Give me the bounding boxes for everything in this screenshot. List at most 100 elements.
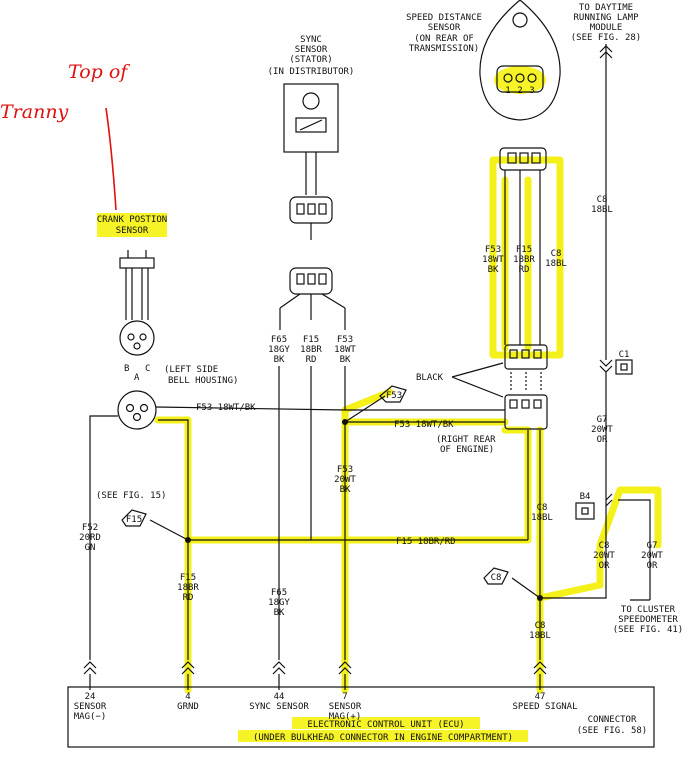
g7-loop-highlight: [536, 486, 662, 602]
c8-20-label: C8: [599, 541, 610, 551]
pin-2-label: 2: [517, 86, 522, 96]
f15-top-gauge: 18BR: [300, 345, 322, 355]
f53-sd-gauge: 18WT: [482, 255, 504, 265]
black-connector: BLACK (RIGHT REAR OF ENGINE): [416, 344, 548, 455]
c8-splice-marker: [483, 567, 509, 585]
f53-mid-color: BK: [340, 485, 351, 495]
daytime-title-3: MODULE: [590, 23, 623, 33]
crank-sensor-title-2: SENSOR: [116, 226, 149, 236]
f15-sd-gauge: 18BR: [513, 255, 535, 265]
crank-sensor: CRANK POSTION SENSOR B C A (LEFT SIDE BE…: [97, 215, 238, 430]
ecu-block: 24 SENSOR MAG(−) 4 GRND 44 SYNC SENSOR 7…: [67, 686, 655, 748]
handwritten-annotation: Top of Tranny: [0, 61, 130, 211]
annotation-arrow: [105, 107, 117, 211]
pin-4-label: GRND: [177, 702, 199, 712]
pin-b-label: B: [124, 364, 129, 374]
f15-splice-marker: [121, 509, 147, 527]
see-fig15-label: (SEE FIG. 15): [96, 491, 166, 501]
g7-right-color: OR: [597, 435, 608, 445]
crank-label-highlight: [97, 213, 167, 237]
c8-mid-gauge: 18BL: [531, 513, 553, 523]
right-rear-label: (RIGHT REAR: [436, 435, 496, 445]
crank-ground-highlight: [154, 416, 192, 694]
ecu-title-highlight-1: [292, 717, 480, 729]
crank-sensor-head: [119, 257, 155, 269]
pin-7-number: 7: [342, 692, 347, 702]
speed-harness-labels: F53 18WT BK F15 18BR RD C8 18BL: [482, 245, 567, 275]
g7-20-color: OR: [647, 561, 658, 571]
speed-sensor-body: [479, 0, 561, 121]
g7-20-gauge: 20WT: [641, 551, 663, 561]
f65-low-color: BK: [274, 608, 285, 618]
f65-top-gauge: 18GY: [268, 345, 290, 355]
crank-location: (LEFT SIDE: [164, 365, 218, 375]
f15-sd-color: RD: [519, 265, 530, 275]
f53-splice-highlight: [341, 388, 394, 414]
f53-splice-marker: [379, 385, 407, 403]
pin-1-label: 1: [505, 86, 510, 96]
daytime-title-2: RUNNING LAMP: [573, 13, 639, 23]
c1-connector: [615, 359, 633, 375]
f52-label: F52: [82, 523, 98, 533]
ecu-pin-arrows: [83, 661, 547, 690]
pin-44-number: 44: [274, 692, 285, 702]
c8-right-label: C8: [597, 195, 608, 205]
f53-horizontal-label: F53 18WT/BK: [196, 403, 256, 413]
f15-top-label: F15: [303, 335, 319, 345]
sync-sensor-stator: (STATOR): [289, 55, 332, 65]
g7-right-gauge: 20WT: [591, 425, 613, 435]
f15-sd-label: F15: [516, 245, 532, 255]
speed-sensor-location: (ON REAR OF: [414, 34, 474, 44]
to-cluster-label-2: SPEEDOMETER: [618, 615, 678, 625]
daytime-ref: (SEE FIG. 28): [571, 33, 641, 43]
to-cluster-label: TO CLUSTER: [621, 605, 676, 615]
black-label: BLACK: [416, 373, 444, 383]
f53-top-color: BK: [340, 355, 351, 365]
f53-mid-label: F53: [337, 465, 353, 475]
to-cluster-ref: (SEE FIG. 41): [613, 625, 683, 635]
c8-20-gauge: 20WT: [593, 551, 615, 561]
pin-3-label: 3: [529, 86, 534, 96]
crank-connector: [117, 390, 157, 430]
f53-top-label: F53: [337, 335, 353, 345]
speed-sensor: SPEED DISTANCE SENSOR (ON REAR OF TRANSM…: [406, 0, 561, 345]
g7-right-label: G7: [597, 415, 608, 425]
black-connector-bottom: [504, 394, 548, 430]
crank-sensor-title: CRANK POSTION: [97, 215, 167, 225]
pin-7-label-2: MAG(+): [329, 712, 362, 722]
f65-top-color: BK: [274, 355, 285, 365]
black-pointer: [451, 362, 504, 398]
b4-label: B4: [580, 492, 591, 502]
pin-47-label: SPEED SIGNAL: [512, 702, 577, 712]
f15-horizontal-label: F15 18BR/RD: [396, 537, 456, 547]
f53-sd-color: BK: [488, 265, 499, 275]
g7-20-label: G7: [647, 541, 658, 551]
speed-sensor-location-2: TRANSMISSION): [409, 44, 479, 54]
speed-pins-highlight: [494, 66, 546, 94]
crank-sensor-plug: [119, 320, 155, 356]
pin-44-label: SYNC SENSOR: [249, 702, 309, 712]
f53-splice-label: F53: [386, 391, 402, 401]
f15-low-gauge: 18BR: [177, 583, 199, 593]
speed-sensor-plug: [496, 65, 544, 93]
ecu-location: (UNDER BULKHEAD CONNECTOR IN ENGINE COMP…: [253, 733, 513, 743]
pin-47-number: 47: [535, 692, 546, 702]
sync-sensor-title-2: SENSOR: [295, 45, 328, 55]
ecu-outline: [67, 686, 655, 748]
sync-sensor-title: SYNC: [300, 35, 322, 45]
speed-connector-top: [499, 147, 547, 171]
f53-right-label: F53 18WT/BK: [394, 420, 454, 430]
pin-4-number: 4: [185, 692, 190, 702]
sync-sensor-body: [283, 83, 339, 153]
f15-low-label: F15: [180, 573, 196, 583]
crank-location-2: BELL HOUSING): [168, 376, 238, 386]
ecu-connector-ref: (SEE FIG. 58): [577, 726, 647, 736]
c8-sd-gauge: 18BL: [545, 259, 567, 269]
f65-low-gauge: 18GY: [268, 598, 290, 608]
f53-horizontal-wire: [155, 406, 505, 411]
f65-low-label: F65: [271, 588, 287, 598]
f15-splice-label: F15: [126, 515, 142, 525]
speed-sensor-title: SPEED DISTANCE: [406, 13, 482, 23]
